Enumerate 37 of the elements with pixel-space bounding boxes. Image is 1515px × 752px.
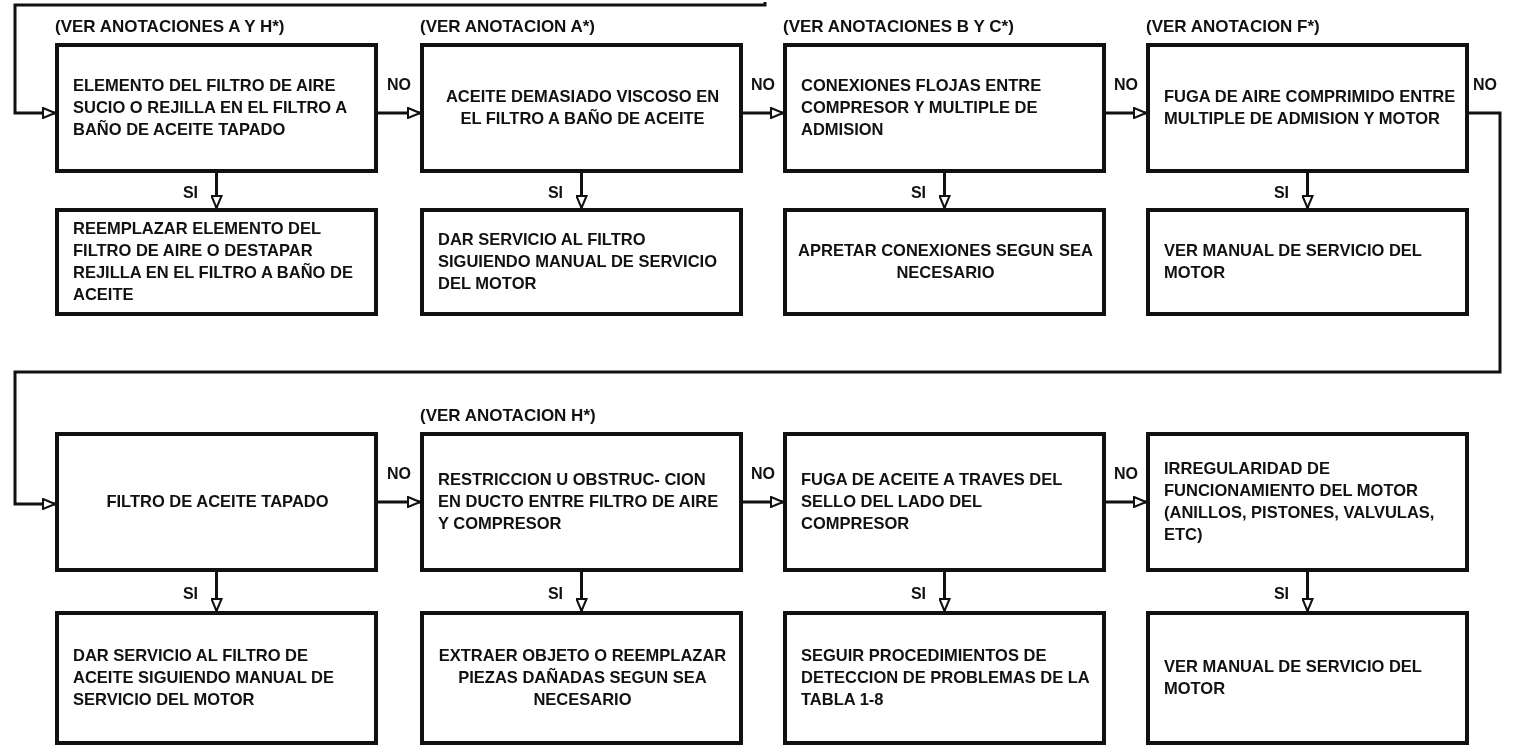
arrow [575,173,588,209]
arrow [1301,173,1314,209]
annotation-heading: (VER ANOTACIONES B Y C*) [783,17,1014,37]
arrow [13,0,767,119]
box-text: APRETAR CONEXIONES SEGUN SEA NECESARIO [797,240,1094,283]
box-text: REEMPLAZAR ELEMENTO DEL FILTRO DE AIRE O DESTAPAR REJILLA EN EL FILTRO A BAÑO DE ACEITE [73,218,354,305]
arrow [210,572,223,612]
box-text: FUGA DE ACEITE A TRAVES DEL SELLO DEL LADO DEL COMPRESOR [801,469,1063,534]
box-text: ACEITE DEMASIADO VISCOSO EN EL FILTRO A BAÑO DE ACEITE [444,86,721,129]
box-text: EXTRAER OBJETO O REEMPLAZAR PIEZAS DAÑADAS SEGUN SEA NECESARIO [437,645,728,710]
arrow [575,572,588,612]
box-text: VER MANUAL DE SERVICIO DEL MOTOR [1164,656,1423,699]
box-text: SEGUIR PROCEDIMIENTOS DE DETECCION DE PROBLEMAS DE LA TABLA 1-8 [801,645,1091,710]
annotation-heading: (VER ANOTACION H*) [420,406,596,426]
arrow [378,107,421,119]
box-text: FILTRO DE ACEITE TAPADO [106,491,329,513]
annotation-heading: (VER ANOTACION F*) [1146,17,1320,37]
box-text: CONEXIONES FLOJAS ENTRE COMPRESOR Y MULTIPLE DE ADMISION [801,75,1043,140]
box-text: IRREGULARIDAD DE FUNCIONAMIENTO DEL MOTOR (ANILLOS, PISTONES, VALVULAS, ETC) [1164,458,1436,545]
arrow [1106,107,1147,119]
box-text: ELEMENTO DEL FILTRO DE AIRE SUCIO O REJILLA EN EL FILTRO A BAÑO DE ACEITE TAPADO [73,75,348,140]
box-text: FUGA DE AIRE COMPRIMIDO ENTRE MULTIPLE DE ADMISION Y MOTOR [1164,86,1457,129]
arrow [1106,496,1147,508]
arrow [938,173,951,209]
box-text: VER MANUAL DE SERVICIO DEL MOTOR [1164,240,1423,283]
arrow [938,572,951,612]
arrow [210,173,223,209]
arrow [743,107,784,119]
annotation-heading: (VER ANOTACION A*) [420,17,596,37]
arrow [13,111,1502,510]
annotation-heading: (VER ANOTACIONES A Y H*) [55,17,285,37]
box-text: DAR SERVICIO AL FILTRO SIGUIENDO MANUAL DE SERVICIO DEL MOTOR [438,229,718,294]
arrow [378,496,421,508]
arrow [1301,572,1314,612]
arrow [743,496,784,508]
box-text: DAR SERVICIO AL FILTRO DE ACEITE SIGUIENDO MANUAL DE SERVICIO DEL MOTOR [73,645,335,710]
box-text: RESTRICCION U OBSTRUC- CION EN DUCTO ENTRE FILTRO DE AIRE Y COMPRESOR [438,469,720,534]
